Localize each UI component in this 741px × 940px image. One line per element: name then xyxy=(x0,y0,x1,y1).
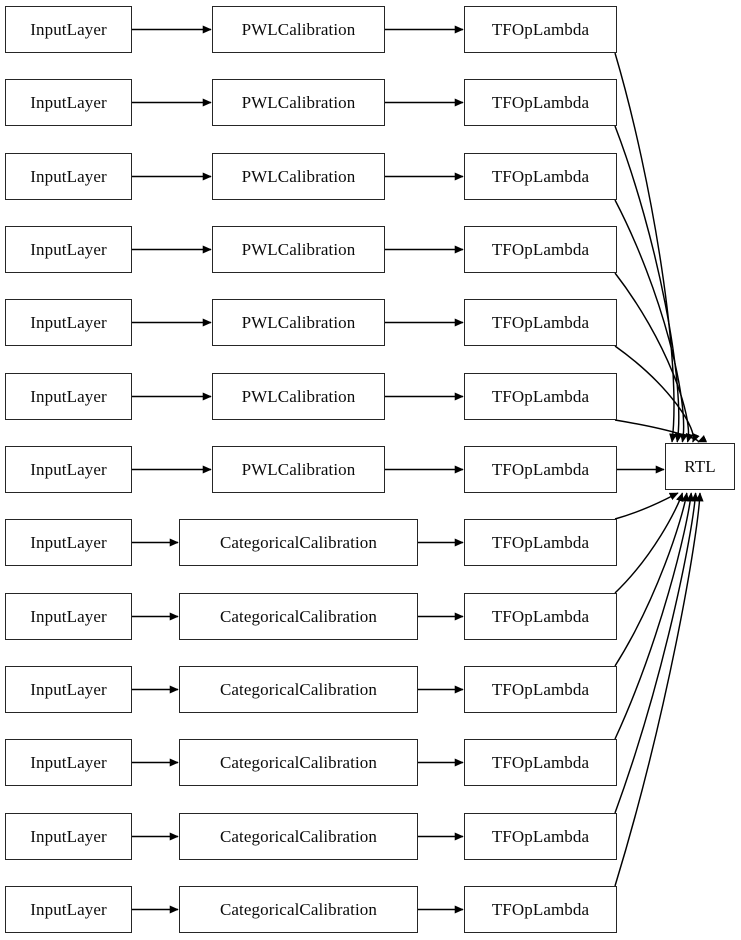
node-input-layer-7-label: InputLayer xyxy=(30,459,107,479)
node-input-layer-12[interactable]: InputLayer xyxy=(5,813,132,860)
node-calibration-10-label: CategoricalCalibration xyxy=(219,679,378,699)
edge-op-to-rtl-12 xyxy=(614,492,699,814)
node-tfoplambda-11-label: TFOpLambda xyxy=(491,752,590,772)
node-tfoplambda-8[interactable]: TFOpLambda xyxy=(464,519,617,566)
node-input-layer-13[interactable]: InputLayer xyxy=(5,886,132,933)
node-input-layer-8[interactable]: InputLayer xyxy=(5,519,132,566)
node-input-layer-1[interactable]: InputLayer xyxy=(5,6,132,53)
node-tfoplambda-7[interactable]: TFOpLambda xyxy=(464,446,617,493)
edge-op-to-rtl-4 xyxy=(614,272,694,443)
node-calibration-11-label: CategoricalCalibration xyxy=(219,752,378,772)
edge-op-to-rtl-10 xyxy=(614,492,690,667)
node-tfoplambda-9-label: TFOpLambda xyxy=(491,606,590,626)
node-calibration-12[interactable]: CategoricalCalibration xyxy=(179,813,418,860)
node-calibration-2-label: PWLCalibration xyxy=(241,92,356,112)
node-input-layer-11[interactable]: InputLayer xyxy=(5,739,132,786)
node-calibration-1[interactable]: PWLCalibration xyxy=(212,6,385,53)
node-tfoplambda-13[interactable]: TFOpLambda xyxy=(464,886,617,933)
node-calibration-6-label: PWLCalibration xyxy=(241,386,356,406)
node-tfoplambda-12[interactable]: TFOpLambda xyxy=(464,813,617,860)
node-input-layer-13-label: InputLayer xyxy=(30,899,107,919)
node-tfoplambda-7-label: TFOpLambda xyxy=(491,459,590,479)
node-tfoplambda-3-label: TFOpLambda xyxy=(491,166,590,186)
edge-op-to-rtl-9 xyxy=(614,492,684,594)
node-calibration-5[interactable]: PWLCalibration xyxy=(212,299,385,346)
node-calibration-4-label: PWLCalibration xyxy=(241,239,356,259)
node-calibration-9-label: CategoricalCalibration xyxy=(219,606,378,626)
node-input-layer-5[interactable]: InputLayer xyxy=(5,299,132,346)
node-input-layer-12-label: InputLayer xyxy=(30,826,107,846)
edge-op-to-rtl-8 xyxy=(614,492,679,520)
edge-op-to-rtl-13 xyxy=(614,492,704,887)
node-rtl[interactable]: RTL xyxy=(665,443,735,490)
node-calibration-11[interactable]: CategoricalCalibration xyxy=(179,739,418,786)
node-calibration-8[interactable]: CategoricalCalibration xyxy=(179,519,418,566)
node-calibration-6[interactable]: PWLCalibration xyxy=(212,373,385,420)
node-tfoplambda-1[interactable]: TFOpLambda xyxy=(464,6,617,53)
edge-op-to-rtl-5 xyxy=(614,345,700,443)
node-input-layer-9[interactable]: InputLayer xyxy=(5,593,132,640)
node-input-layer-6[interactable]: InputLayer xyxy=(5,373,132,420)
node-tfoplambda-6-label: TFOpLambda xyxy=(491,386,590,406)
node-calibration-3-label: PWLCalibration xyxy=(241,166,356,186)
node-tfoplambda-5-label: TFOpLambda xyxy=(491,312,590,332)
node-input-layer-11-label: InputLayer xyxy=(30,752,107,772)
node-input-layer-1-label: InputLayer xyxy=(30,19,107,39)
node-calibration-12-label: CategoricalCalibration xyxy=(219,826,378,846)
node-tfoplambda-4-label: TFOpLambda xyxy=(491,239,590,259)
node-calibration-5-label: PWLCalibration xyxy=(241,312,356,332)
node-tfoplambda-13-label: TFOpLambda xyxy=(491,899,590,919)
node-input-layer-3[interactable]: InputLayer xyxy=(5,153,132,200)
node-calibration-1-label: PWLCalibration xyxy=(241,19,356,39)
node-tfoplambda-1-label: TFOpLambda xyxy=(491,19,590,39)
node-tfoplambda-6[interactable]: TFOpLambda xyxy=(464,373,617,420)
node-input-layer-3-label: InputLayer xyxy=(30,166,107,186)
node-input-layer-2[interactable]: InputLayer xyxy=(5,79,132,126)
node-tfoplambda-12-label: TFOpLambda xyxy=(491,826,590,846)
node-tfoplambda-2-label: TFOpLambda xyxy=(491,92,590,112)
node-calibration-8-label: CategoricalCalibration xyxy=(219,532,378,552)
node-tfoplambda-4[interactable]: TFOpLambda xyxy=(464,226,617,273)
node-tfoplambda-9[interactable]: TFOpLambda xyxy=(464,593,617,640)
node-calibration-13[interactable]: CategoricalCalibration xyxy=(179,886,418,933)
node-input-layer-4[interactable]: InputLayer xyxy=(5,226,132,273)
node-calibration-3[interactable]: PWLCalibration xyxy=(212,153,385,200)
node-calibration-2[interactable]: PWLCalibration xyxy=(212,79,385,126)
node-input-layer-2-label: InputLayer xyxy=(30,92,107,112)
edge-op-to-rtl-11 xyxy=(614,492,695,740)
node-tfoplambda-8-label: TFOpLambda xyxy=(491,532,590,552)
node-tfoplambda-11[interactable]: TFOpLambda xyxy=(464,739,617,786)
node-calibration-10[interactable]: CategoricalCalibration xyxy=(179,666,418,713)
node-input-layer-5-label: InputLayer xyxy=(30,312,107,332)
node-rtl-label: RTL xyxy=(684,456,716,476)
node-calibration-4[interactable]: PWLCalibration xyxy=(212,226,385,273)
node-input-layer-6-label: InputLayer xyxy=(30,386,107,406)
node-input-layer-4-label: InputLayer xyxy=(30,239,107,259)
edge-op-to-rtl-3 xyxy=(614,199,688,443)
node-tfoplambda-2[interactable]: TFOpLambda xyxy=(464,79,617,126)
node-calibration-13-label: CategoricalCalibration xyxy=(219,899,378,919)
node-calibration-7[interactable]: PWLCalibration xyxy=(212,446,385,493)
node-input-layer-10[interactable]: InputLayer xyxy=(5,666,132,713)
node-input-layer-8-label: InputLayer xyxy=(30,532,107,552)
node-input-layer-10-label: InputLayer xyxy=(30,679,107,699)
node-calibration-7-label: PWLCalibration xyxy=(241,459,356,479)
node-input-layer-7[interactable]: InputLayer xyxy=(5,446,132,493)
edge-op-to-rtl-1 xyxy=(614,52,677,443)
node-tfoplambda-5[interactable]: TFOpLambda xyxy=(464,299,617,346)
edge-op-to-rtl-2 xyxy=(614,125,683,443)
edge-op-to-rtl-6 xyxy=(614,419,708,443)
node-tfoplambda-10-label: TFOpLambda xyxy=(491,679,590,699)
node-calibration-9[interactable]: CategoricalCalibration xyxy=(179,593,418,640)
node-input-layer-9-label: InputLayer xyxy=(30,606,107,626)
node-tfoplambda-10[interactable]: TFOpLambda xyxy=(464,666,617,713)
node-tfoplambda-3[interactable]: TFOpLambda xyxy=(464,153,617,200)
